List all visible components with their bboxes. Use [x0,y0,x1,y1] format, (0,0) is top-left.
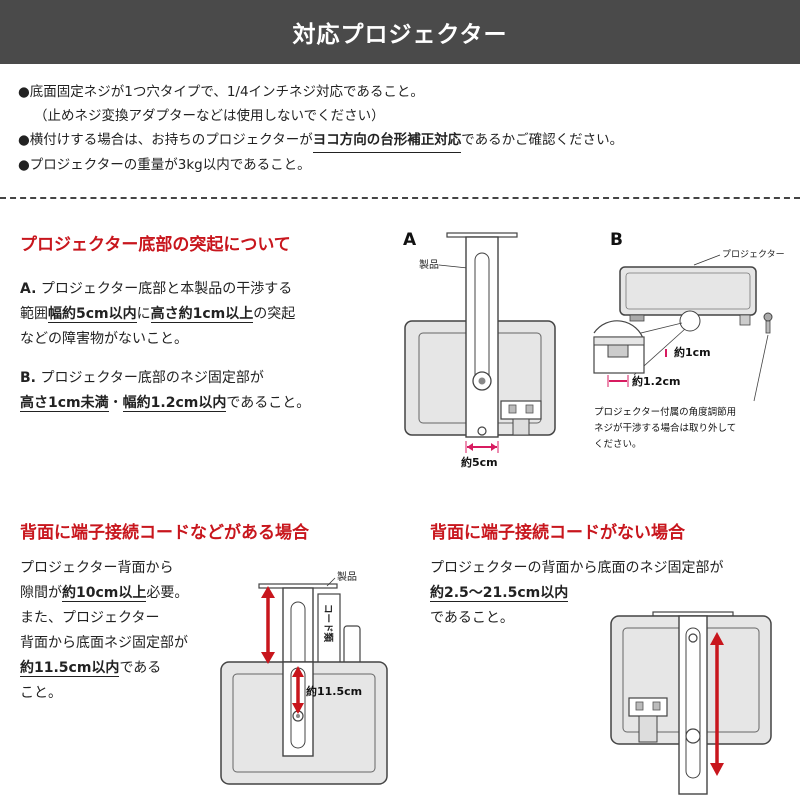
dashed-divider [0,197,800,199]
protrusion-text: A. プロジェクター底部と本製品の干渉する 範囲幅約5cm以内に高さ約1cm以上… [20,281,311,412]
adjust-screw-icon [763,312,773,322]
diagram-b-projector-label: プロジェクター [722,249,785,260]
requirements-list: ●底面固定ネジが1つ穴タイプで、1/4インチネジ対応であること。 （止めネジ変換… [18,80,788,177]
without-cord-diagram [610,611,772,795]
diagram-b-label: B [610,230,623,250]
note-weight: ●プロジェクターの重量が3kg以内であること。 [18,157,311,173]
with-cord-diagram: 製品 コード類 約11.5cm [220,570,388,785]
diagram-a-width-label: 約5cm [461,455,498,469]
keystone-emphasis: ヨコ方向の台形補正対応 [312,128,462,153]
diagram-a-label: A [403,230,417,250]
diagram-a-product-label: 製品 [419,258,439,271]
page-header: 対応プロジェクター [0,0,800,64]
note-screw: ●底面固定ネジが1つ穴タイプで、1/4インチネジ対応であること。 [18,84,424,100]
page-title: 対応プロジェクター [292,22,508,48]
cord-label: コード類 [322,604,334,643]
without-cord-text: プロジェクターの背面から底面のネジ固定部が 約2.5〜21.5cm以内 であるこ… [430,560,724,626]
with-cord-text: プロジェクター背面から 隙間が約10cm以上必要。 また、プロジェクター 背面か… [20,560,189,701]
with-cord-product-label: 製品 [337,570,357,583]
protrusion-section-title: プロジェクター底部の突起について [20,235,291,255]
diagram-b-note-1: プロジェクター付属の角度調節用 [594,406,736,418]
depth-11-5cm-label: 約11.5cm [306,684,362,698]
diagram-b: B プロジェクター 約1cm 約1.2cm プロジェクター付属の角度調節用 ネジ… [593,230,785,450]
diagram-b-projector [619,266,757,316]
without-cord-title: 背面に端子接続コードがない場合 [430,523,685,543]
note-keystone: ●横付けする場合は、お持ちのプロジェクターがヨコ方向の台形補正対応であるかご確認… [18,128,788,153]
with-cord-title: 背面に端子接続コードなどがある場合 [20,523,309,543]
diagram-b-note-2: ネジが干渉する場合は取り外して [594,422,736,434]
diagram-a: A 製品 約5cm [403,230,556,469]
diagram-b-note-3: ください。 [594,439,642,450]
diagram-b-height-label: 約1cm [674,345,711,359]
note-adapter: （止めネジ変換アダプターなどは使用しないでください） [34,108,385,124]
diagram-b-width-label: 約1.2cm [632,374,680,388]
